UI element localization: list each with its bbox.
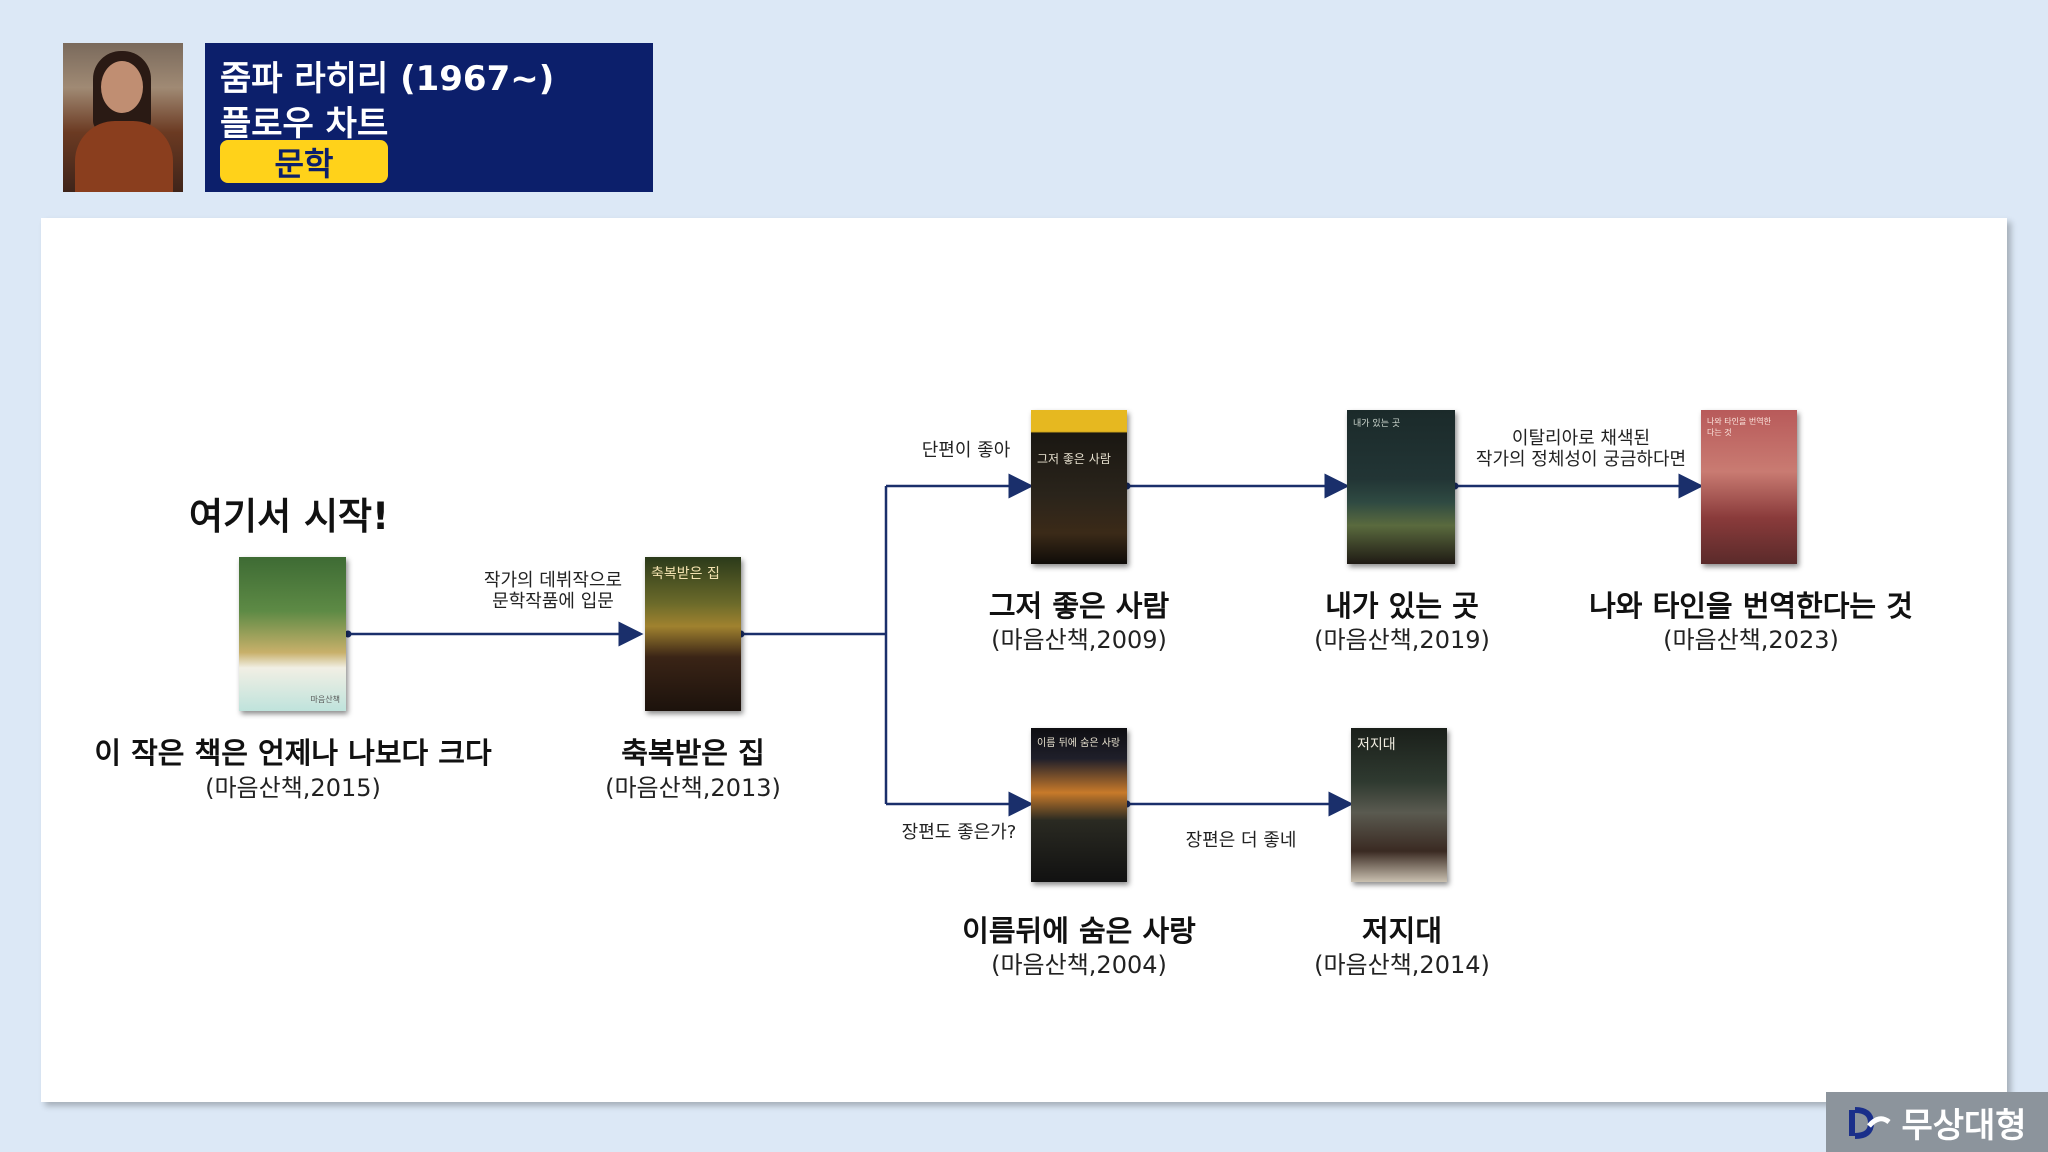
edge-label-short-stories: 단편이 좋아 [906,440,1026,461]
title-2015: 이 작은 책은 언제나 나보다 크다 [94,730,491,772]
edge-label-novel-better: 장편은 더 좋네 [1171,830,1311,851]
cover-2014-text: 저지대 [1357,734,1396,754]
cover-2019-text: 내가 있는 곳 [1353,416,1400,429]
pub-2023: (마음산책,2023) [1663,620,1839,655]
title-2009: 그저 좋은 사람 [989,583,1169,625]
edge-label-debut: 작가의 데뷔작으로 문학작품에 입문 [438,570,668,612]
title-2019: 내가 있는 곳 [1325,583,1479,625]
edge-label-italy-line2: 작가의 정체성이 궁금하다면 [1471,449,1691,470]
pub-2004: (마음산책,2004) [991,945,1167,980]
pub-2019: (마음산책,2019) [1314,620,1490,655]
author-name: 줌파 라히리 (1967~) [220,51,554,100]
logo-text: 무상대형 [1901,1098,2026,1147]
edge-label-debut-line1: 작가의 데뷔작으로 [438,570,668,591]
title-2013: 축복받은 집 [621,730,765,772]
pub-2014: (마음산책,2014) [1314,945,1490,980]
cover-2015[interactable]: 마음산책 [239,557,346,711]
edge-label-debut-line2: 문학작품에 입문 [438,591,668,612]
cover-2023-text: 나와 타인을 번역한다는 것 [1707,416,1777,438]
logo-icon [1847,1102,1891,1142]
title-2014: 저지대 [1362,908,1442,950]
cover-2009[interactable]: 그저 좋은 사람 [1031,410,1127,564]
category-tag[interactable]: 문학 [220,140,388,183]
pub-2009: (마음산책,2009) [991,620,1167,655]
title-box: 줌파 라히리 (1967~) 플로우 차트 문학 [205,43,653,192]
edge-label-italy: 이탈리아로 채색된 작가의 정체성이 궁금하다면 [1471,428,1691,470]
author-photo [63,43,183,192]
channel-logo: 무상대형 [1826,1092,2048,1152]
cover-2014[interactable]: 저지대 [1351,728,1447,882]
photo-body [75,121,173,192]
cover-2009-text: 그저 좋은 사람 [1037,450,1111,467]
cover-2023[interactable]: 나와 타인을 번역한다는 것 [1701,410,1797,564]
cover-2004[interactable]: 이름 뒤에 숨은 사랑 [1031,728,1127,882]
cover-2019[interactable]: 내가 있는 곳 [1347,410,1455,564]
pub-2013: (마음산책,2013) [605,768,781,803]
title-2023: 나와 타인을 번역한다는 것 [1589,583,1913,625]
start-label: 여기서 시작! [189,486,389,540]
edge-label-novel-good: 장편도 좋은가? [889,822,1029,843]
cover-2004-text: 이름 뒤에 숨은 사랑 [1037,734,1120,749]
photo-face [101,61,143,113]
title-2004: 이름뒤에 숨은 사랑 [962,908,1196,950]
flow-panel: 여기서 시작! 마음산책 축복받은 집 그저 좋은 사람 내가 있는 곳 나와 … [41,218,2007,1102]
edge-label-italy-line1: 이탈리아로 채색된 [1471,428,1691,449]
pub-2015: (마음산책,2015) [205,768,381,803]
